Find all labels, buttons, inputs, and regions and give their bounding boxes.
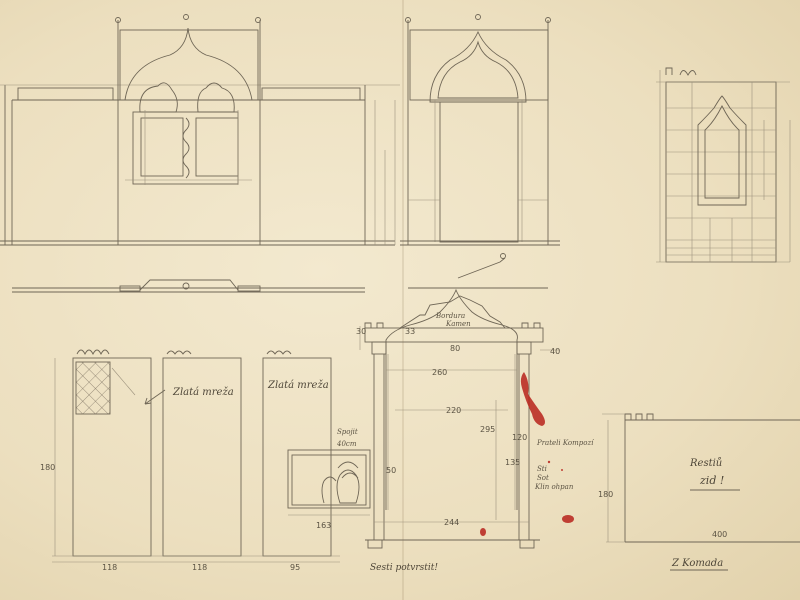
dim-400: 400 xyxy=(712,530,727,539)
note-stena-2: Sot xyxy=(537,474,549,482)
note-stena-3: Klin ohpan xyxy=(534,483,574,491)
dim-80: 80 xyxy=(450,344,460,353)
dim-50: 50 xyxy=(386,466,396,475)
note-stena-1: Sti xyxy=(537,465,547,473)
note-rozmer: 40cm xyxy=(336,440,357,448)
paper-fold xyxy=(402,0,404,600)
dim-33: 33 xyxy=(405,327,415,336)
dim-95: 95 xyxy=(290,563,300,572)
elevation-middle xyxy=(400,14,560,246)
panel-elevations xyxy=(52,349,340,563)
dim-135: 135 xyxy=(505,458,520,467)
note-bordura-2: Kamen xyxy=(445,320,471,328)
note-rest-1: Restiů xyxy=(689,457,722,469)
plan-strip xyxy=(12,253,548,293)
note-spojit: Spojit xyxy=(337,428,358,436)
red-ink-stains xyxy=(480,372,574,536)
wall-elevation xyxy=(602,413,800,571)
drawing-title: Z Komada xyxy=(671,558,723,569)
handwritten-notes: Zlatá mreža Zlatá mreža Bordura Kamen Sp… xyxy=(172,312,724,573)
dim-180-right: 180 xyxy=(598,490,613,499)
dim-163: 163 xyxy=(316,521,331,530)
note-bordura-1: Bordura xyxy=(435,312,465,320)
dim-40: 40 xyxy=(550,347,560,356)
dim-30: 30 xyxy=(356,327,366,336)
note-pratele: Prateli Kompozí xyxy=(536,439,594,447)
niche-detail xyxy=(287,449,371,516)
elevation-right xyxy=(656,67,791,263)
dimension-labels: 30 33 80 40 260 220 295 120 50 135 163 2… xyxy=(40,327,727,572)
dim-118-a: 118 xyxy=(102,563,117,572)
elevation-left xyxy=(0,14,400,246)
dim-244: 244 xyxy=(444,518,459,527)
dim-120: 120 xyxy=(512,433,527,442)
note-sesti: Sesti potvrstit! xyxy=(370,563,438,573)
note-zlata-mreza-1: Zlatá mreža xyxy=(172,387,234,398)
arch-elevation xyxy=(359,288,560,549)
dim-295: 295 xyxy=(480,425,495,434)
note-zlata-mreza-2: Zlatá mreža xyxy=(267,380,329,391)
dim-260: 260 xyxy=(432,368,447,377)
note-rest-2: zid ! xyxy=(699,474,724,487)
dim-180-left: 180 xyxy=(40,463,55,472)
dim-220: 220 xyxy=(446,406,461,415)
dim-118-b: 118 xyxy=(192,563,207,572)
